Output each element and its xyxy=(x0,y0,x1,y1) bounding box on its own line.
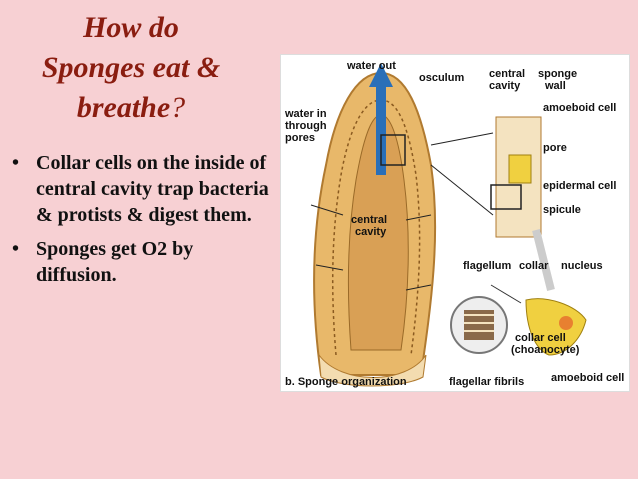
slide-title: How do Sponges eat & breathe? xyxy=(0,8,262,128)
sponge-base xyxy=(318,353,427,387)
label-central-cavity-2: cavity xyxy=(489,80,521,92)
label-water-out: water out xyxy=(346,60,396,72)
title-line-2: Sponges eat & xyxy=(41,51,221,84)
label-inner-central-1: central xyxy=(351,214,387,226)
figure-caption: b. Sponge organization xyxy=(285,376,407,388)
sponge-diagram: water out osculum central cavity sponge … xyxy=(280,54,630,392)
bullet-icon: • xyxy=(12,152,20,174)
label-collar-cell-1: collar cell xyxy=(515,332,566,344)
label-spicule: spicule xyxy=(543,204,581,216)
label-pore: pore xyxy=(543,142,567,154)
collar-cell xyxy=(525,298,587,356)
label-nucleus: nucleus xyxy=(561,260,603,272)
title-line-3-text: breathe xyxy=(76,91,171,124)
label-epidermal-cell: epidermal cell xyxy=(543,180,616,192)
label-water-in-2: through xyxy=(285,120,327,132)
label-amoeboid-cell-2: amoeboid cell xyxy=(551,372,624,384)
label-osculum: osculum xyxy=(419,72,464,84)
title-line-3: breathe? xyxy=(0,88,262,128)
label-central-cavity-1: central xyxy=(489,68,525,80)
water-out-arrow-head xyxy=(369,63,393,87)
label-flagellum: flagellum xyxy=(463,260,512,272)
bullet-item: • Collar cells on the inside of central c… xyxy=(10,150,270,228)
label-water-in-3: pores xyxy=(285,132,315,144)
label-sponge-wall-1: sponge xyxy=(538,68,577,80)
title-question-mark: ? xyxy=(170,91,186,124)
bullet-list: • Collar cells on the inside of central c… xyxy=(10,150,270,296)
label-collar: collar xyxy=(519,260,549,272)
label-inner-central-2: cavity xyxy=(355,226,387,238)
label-amoeboid-cell: amoeboid cell xyxy=(543,102,616,114)
label-water-in-1: water in xyxy=(284,108,327,120)
label-collar-cell-2: (choanocyte) xyxy=(511,344,580,356)
bullet-item: • Sponges get O2 by diffusion. xyxy=(10,236,270,288)
sponge-diagram-svg: water out osculum central cavity sponge … xyxy=(284,60,624,388)
bullet-icon: • xyxy=(12,238,20,260)
title-line-1: How do xyxy=(83,11,179,44)
bullet-text-2: Sponges get O2 by diffusion. xyxy=(36,238,194,286)
label-sponge-wall-2: wall xyxy=(544,80,566,92)
label-flagellar-fibrils: flagellar fibrils xyxy=(449,376,524,388)
bullet-text-1: Collar cells on the inside of central ca… xyxy=(36,152,269,226)
water-out-arrow-shaft xyxy=(376,85,386,175)
